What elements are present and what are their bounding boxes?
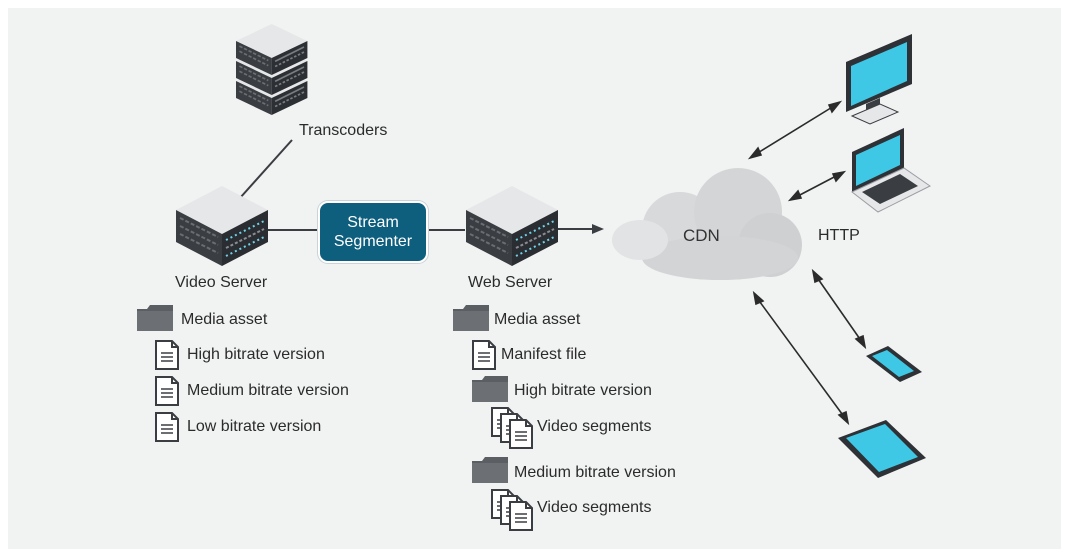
monitor-icon: [846, 34, 912, 125]
tablet-icon: [838, 420, 926, 478]
folder-icon: [472, 457, 508, 483]
stream-segmenter-box: Stream Segmenter: [318, 201, 428, 263]
transcoders-link: [239, 139, 293, 199]
document-icon: [155, 340, 179, 370]
laptop-icon: [851, 128, 931, 213]
web-server-label: Web Server: [468, 274, 553, 291]
web-to-cdn-arrowhead: [592, 224, 604, 234]
web-server-icon: [466, 186, 558, 266]
segments-icon: [491, 489, 533, 531]
document-icon: [155, 376, 179, 406]
video-server-label: Video Server: [175, 274, 268, 291]
video-server-icon: [176, 186, 268, 266]
high-bitrate-folder-label: High bitrate version: [514, 382, 652, 399]
medium-bitrate-file-label: Medium bitrate version: [187, 382, 349, 399]
segments-icon: [491, 407, 533, 449]
http-arrows: [747, 100, 867, 426]
manifest-file-label: Manifest file: [501, 346, 587, 363]
folder-icon: [137, 305, 173, 331]
document-icon: [155, 412, 179, 442]
media-asset-label: Media asset: [494, 311, 581, 328]
medium-bitrate-folder-label: Medium bitrate version: [514, 464, 676, 481]
http-label: HTTP: [818, 227, 860, 244]
document-icon: [472, 340, 496, 370]
low-bitrate-file-label: Low bitrate version: [187, 418, 322, 435]
folder-icon: [472, 376, 508, 402]
cdn-label: CDN: [683, 226, 720, 245]
video-segments-label: Video segments: [537, 499, 652, 516]
folder-icon: [453, 305, 489, 331]
transcoders-stack-icon: [235, 23, 309, 116]
phone-icon: [866, 346, 922, 382]
cdn-cloud: [612, 168, 802, 280]
media-asset-label: Media asset: [181, 311, 268, 328]
video-segments-label: Video segments: [537, 418, 652, 435]
high-bitrate-file-label: High bitrate version: [187, 346, 325, 363]
stream-segmenter-label: Stream Segmenter: [333, 214, 413, 250]
transcoders-label: Transcoders: [299, 122, 388, 139]
